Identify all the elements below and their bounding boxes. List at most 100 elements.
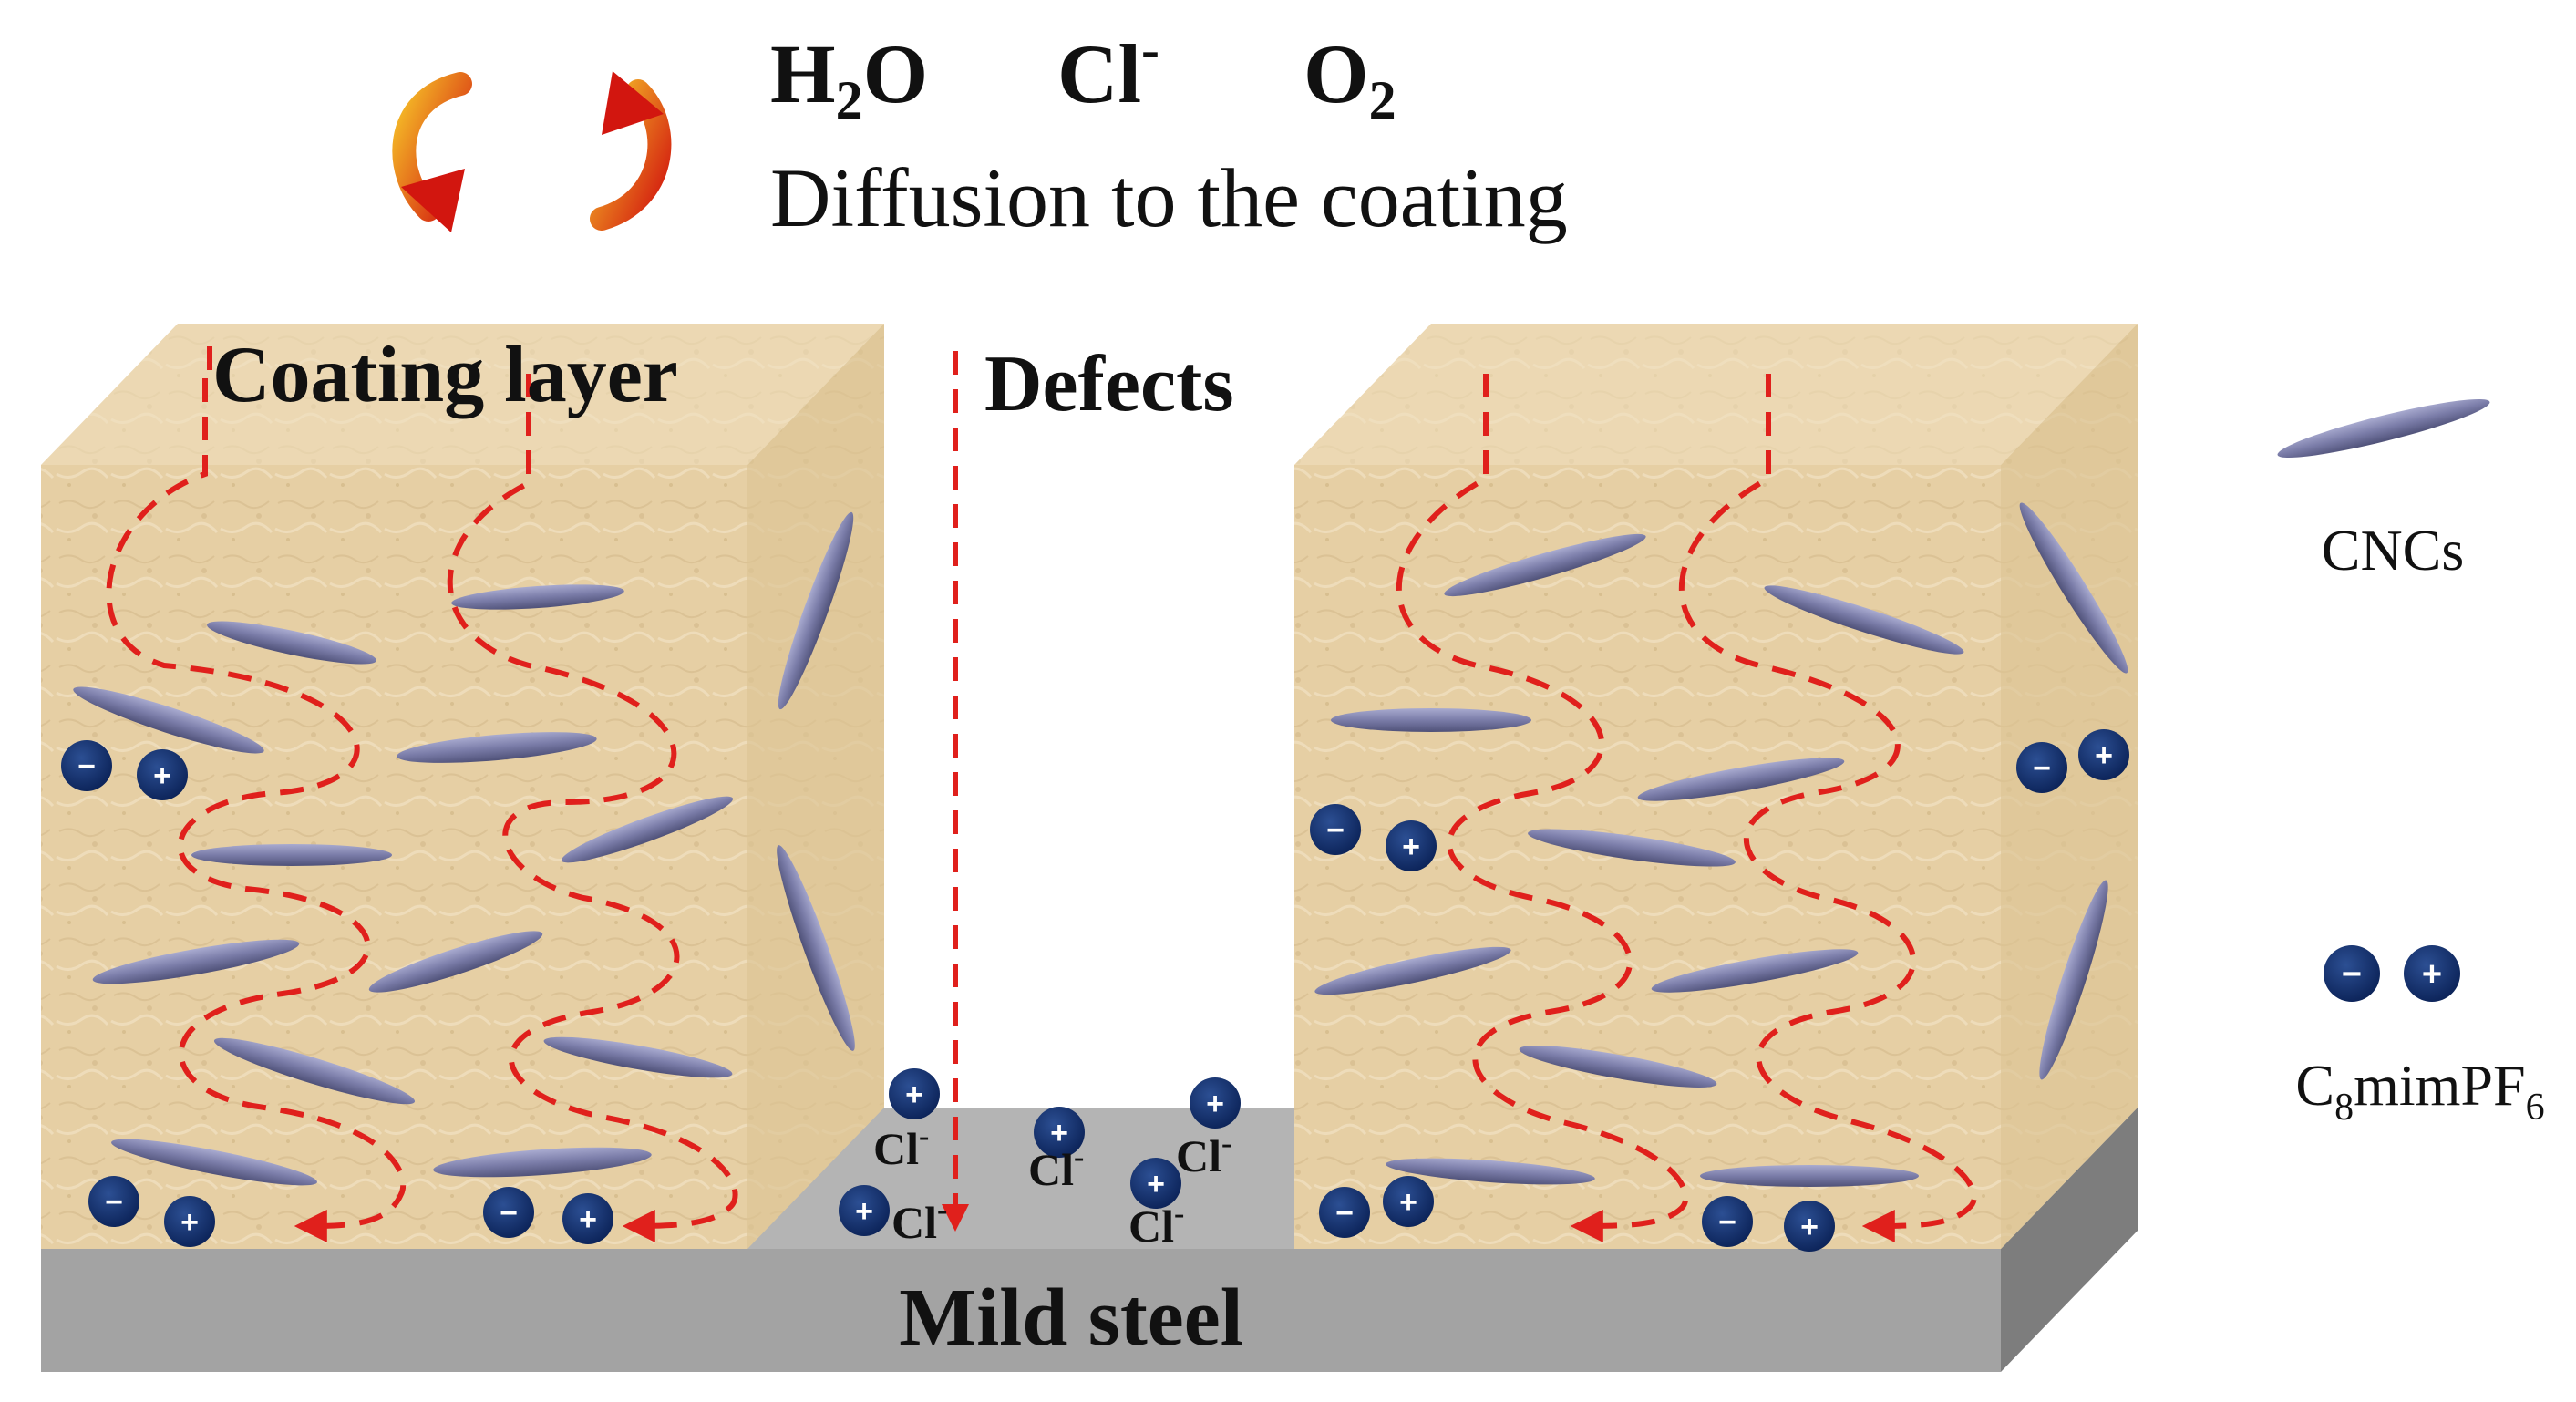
plus-circle-icon [2078, 729, 2129, 780]
plus-circle-icon [562, 1193, 613, 1244]
ion-pair: − + [1319, 1176, 1434, 1238]
cnc-rod [1386, 1158, 1595, 1185]
cnc-rod [92, 939, 300, 984]
plus-circle-icon [1034, 1107, 1085, 1158]
diffusion-paths [106, 346, 1977, 1242]
cnc-rod [111, 1139, 317, 1186]
svg-text:+: + [2422, 955, 2442, 994]
cnc-rod [451, 584, 624, 610]
chloride-label: Cl- [1028, 1140, 1084, 1195]
svg-text:+: + [1206, 1087, 1224, 1121]
diffusion-path-left-2 [447, 374, 738, 1242]
svg-text:−: − [77, 749, 96, 784]
svg-text:+: + [1402, 830, 1420, 864]
cnc-rod [191, 844, 392, 866]
cnc-rod [1764, 585, 1964, 655]
cnc-rod [1444, 533, 1646, 597]
plus-circle-icon [1190, 1077, 1241, 1129]
cnc-rod [433, 1147, 652, 1178]
diffusing-species: H2O Cl- O2 [770, 19, 1396, 130]
cnc-rod [1651, 949, 1859, 993]
cnc-rod [1700, 1165, 1919, 1187]
chloride-label: Cl- [1176, 1127, 1231, 1181]
chloride-ions: Cl- Cl- Cl- Cl- Cl- [873, 1119, 1231, 1252]
ion-pair: − + [1310, 804, 1437, 871]
cnc-rod [1314, 946, 1511, 995]
cnc-rod [543, 1036, 733, 1078]
diffusion-path-left-1 [106, 378, 407, 1242]
svg-text:+: + [1399, 1185, 1417, 1220]
svg-text:+: + [153, 758, 171, 793]
cnc-rod [207, 621, 376, 665]
cnc-rod [73, 686, 264, 754]
ion-pair: − + [483, 1187, 613, 1244]
cnc-rod [213, 1037, 416, 1105]
minus-circle-icon [2324, 945, 2380, 1002]
cnc-rod [561, 796, 734, 863]
cnc-legend-icon [2277, 398, 2490, 459]
chloride-label: Cl- [891, 1193, 947, 1248]
mild-steel-label: Mild steel [899, 1273, 1242, 1363]
chloride-label: Cl- [873, 1119, 929, 1174]
plus-circle-icon [839, 1185, 890, 1236]
ion-pair: − + [61, 740, 188, 800]
svg-text:+: + [1147, 1167, 1165, 1201]
diffusion-caption: Diffusion to the coating [770, 151, 1568, 244]
svg-text:+: + [1050, 1116, 1068, 1150]
cnc-rod [777, 845, 855, 1051]
plus-circle-icon [1386, 820, 1437, 871]
cycle-arrows-icon [392, 71, 672, 232]
cnc-group-right [1314, 502, 2128, 1187]
ionic-liquid-legend-label: C8mimPF6 [2295, 1053, 2544, 1129]
water-formula: H2O [770, 27, 928, 130]
cnc-rod [778, 511, 854, 710]
chloride-label: Cl- [1128, 1197, 1184, 1252]
ion-pair: − + [2016, 729, 2129, 793]
svg-text:−: − [1326, 813, 1345, 848]
svg-text:−: − [1335, 1196, 1354, 1231]
plus-circle-icon [164, 1196, 215, 1247]
ion-pair: − + [1702, 1196, 1835, 1252]
minus-circle-icon [2016, 742, 2067, 793]
plus-circle-icon [1383, 1176, 1434, 1227]
svg-text:−: − [500, 1196, 518, 1231]
diffusion-path-right-2 [1679, 374, 1977, 1242]
plus-circle-icon [1784, 1201, 1835, 1252]
svg-text:+: + [2095, 738, 2113, 773]
svg-text:−: − [2033, 751, 2051, 786]
svg-text:−: − [105, 1185, 123, 1220]
ion-pairs: − + − + − + − + − + − + − + + + + + [61, 729, 2129, 1252]
minus-circle-icon [1310, 804, 1361, 855]
defects-label: Defects [984, 340, 1234, 428]
cnc-rod [2039, 880, 2108, 1080]
legend: CNCs − + C8mimPF6 [2277, 398, 2545, 1129]
cnc-rod [1331, 708, 1531, 732]
cnc-rod [1519, 1046, 1717, 1088]
cnc-rod [1528, 829, 1736, 867]
cnc-group-left [73, 511, 855, 1186]
coating-layer-label: Coating layer [212, 331, 678, 419]
svg-text:−: − [2342, 955, 2362, 994]
ion-pair: − + [88, 1176, 215, 1247]
plus-circle-icon [2404, 945, 2460, 1002]
minus-circle-icon [1319, 1187, 1370, 1238]
plus-circle-icon [137, 749, 188, 800]
plus-circle-icon [1130, 1158, 1181, 1209]
svg-text:+: + [1800, 1210, 1819, 1244]
oxygen-formula: O2 [1303, 27, 1396, 130]
svg-text:+: + [579, 1202, 597, 1237]
minus-circle-icon [88, 1176, 139, 1227]
svg-text:+: + [180, 1205, 199, 1240]
chloride-formula: Cl- [1057, 19, 1159, 120]
svg-text:+: + [905, 1077, 923, 1112]
plus-circle-icon [889, 1068, 940, 1119]
minus-circle-icon [1702, 1196, 1753, 1247]
cnc-rod [397, 732, 597, 763]
cnc-rod [1637, 758, 1845, 801]
svg-text:+: + [855, 1194, 873, 1229]
cnc-rod [368, 931, 543, 993]
minus-circle-icon [483, 1187, 534, 1238]
minus-circle-icon [61, 740, 112, 791]
cnc-rod [2019, 502, 2128, 674]
